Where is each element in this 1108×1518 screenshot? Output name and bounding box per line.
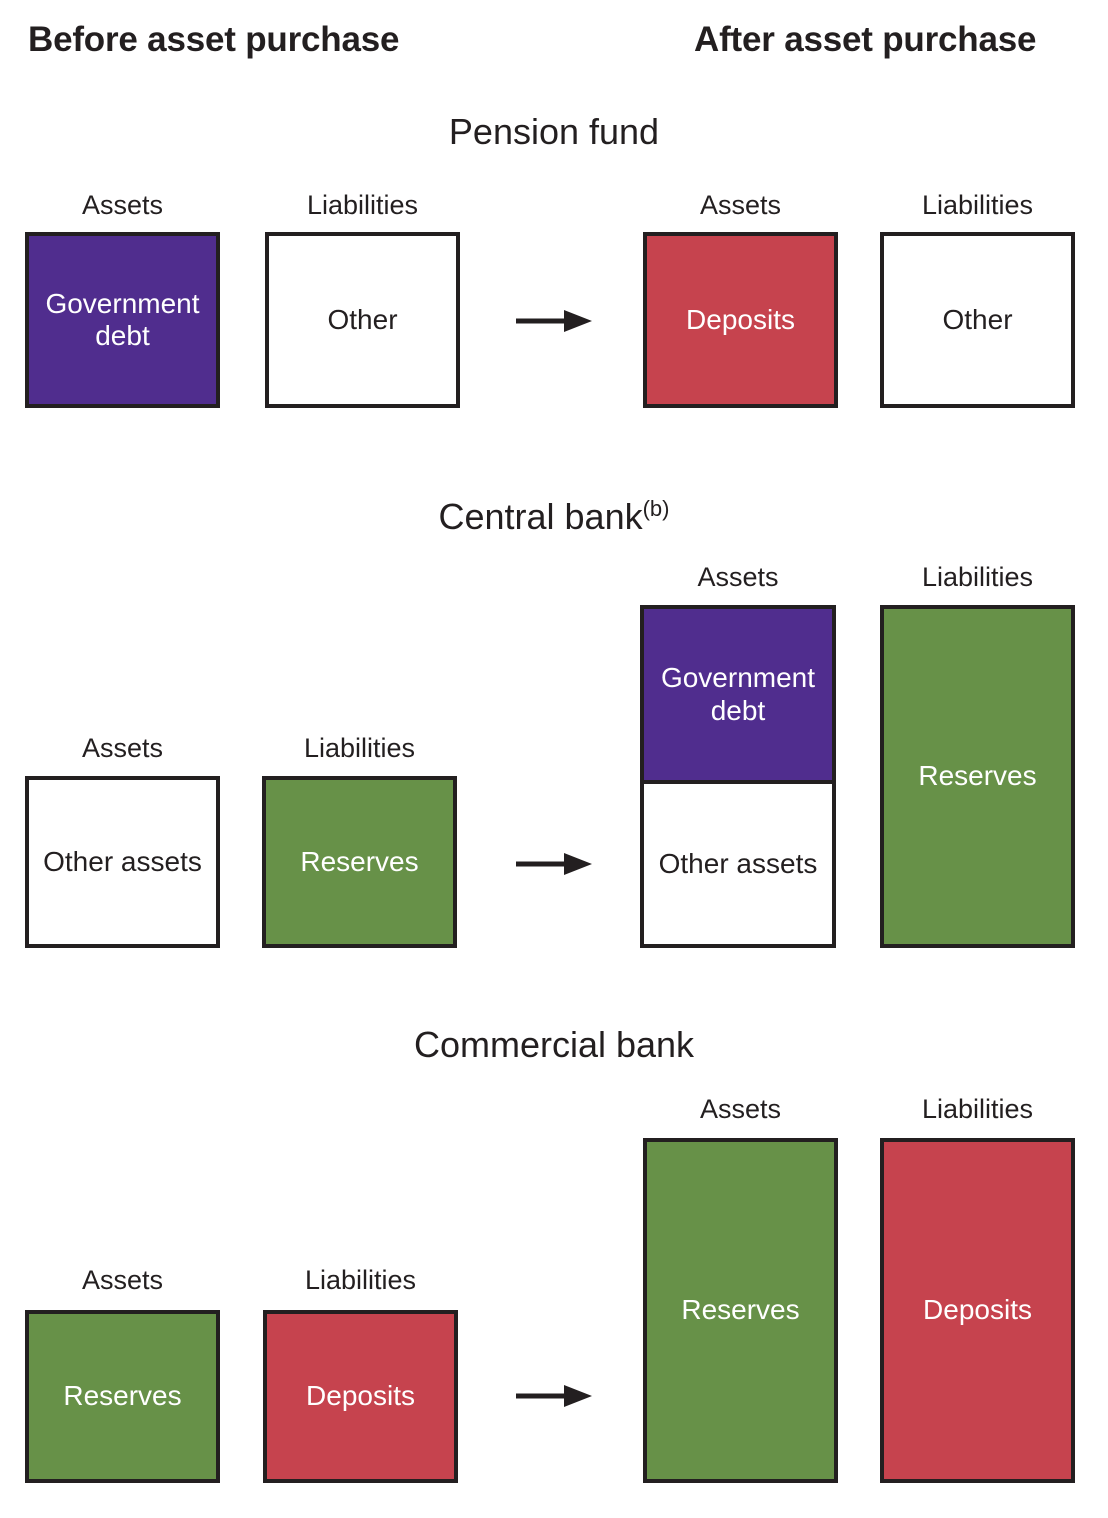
box-label: Other [942,303,1013,335]
box-pension-before-liabilities-other: Other [265,232,460,408]
box-commercial-before-assets-reserves: Reserves [25,1310,220,1483]
arrow-right-icon [516,853,592,875]
box-commercial-after-liabilities-deposits: Deposits [880,1138,1075,1483]
caption-central-after-liabilities: Liabilities [921,562,1034,592]
arrow-central-bank [514,849,594,879]
box-label: Reserves [918,760,1037,792]
box-central-after-assets-other-assets: Other assets [644,780,832,944]
box-label: Reserves [300,845,419,877]
caption-commercial-after-liabilities: Liabilities [921,1094,1034,1124]
box-pension-after-assets-deposits: Deposits [643,232,838,408]
box-commercial-before-liabilities-deposits: Deposits [263,1310,458,1483]
box-label: Reserves [681,1294,800,1326]
caption-pension-before-liabilities: Liabilities [306,190,419,220]
caption-pension-after-assets: Assets [699,190,782,220]
arrow-pension-fund [514,306,594,336]
box-commercial-after-assets-reserves: Reserves [643,1138,838,1483]
column-header-after: After asset purchase [694,20,1037,59]
arrow-commercial-bank [514,1381,594,1411]
column-header-before: Before asset purchase [28,20,400,59]
box-pension-after-liabilities-other: Other [880,232,1075,408]
box-label: Deposits [306,1380,415,1412]
section-title-pension-fund-text: Pension fund [448,111,660,152]
caption-pension-before-assets: Assets [81,190,164,220]
section-title-central-bank: Central bank(b) [0,496,1108,538]
box-label: Government debt [660,662,816,726]
caption-commercial-before-assets: Assets [81,1265,164,1295]
box-central-after-assets-government-debt: Government debt [644,609,832,780]
box-label: Reserves [63,1380,182,1412]
section-title-central-bank-text: Central bank [438,496,643,537]
caption-central-after-assets: Assets [697,562,779,592]
box-central-after-liabilities-reserves: Reserves [880,605,1075,948]
box-pension-before-assets-government-debt: Government debt [25,232,220,408]
box-label: Other assets [658,847,818,879]
stack-central-after-assets: Government debt Other assets [640,605,836,948]
caption-commercial-before-liabilities: Liabilities [304,1265,417,1295]
arrow-right-icon [516,310,592,332]
box-label: Other [327,303,398,335]
box-label: Government debt [45,287,200,351]
section-title-commercial-bank: Commercial bank [0,1024,1108,1066]
section-title-pension-fund: Pension fund [0,111,1108,153]
box-label: Deposits [923,1294,1032,1326]
section-title-central-bank-superscript: (b) [642,496,670,521]
box-label: Deposits [686,303,795,335]
box-central-before-assets-other-assets: Other assets [25,776,220,948]
arrow-right-icon [516,1385,592,1407]
caption-central-before-assets: Assets [81,733,164,763]
caption-central-before-liabilities: Liabilities [303,733,416,763]
caption-commercial-after-assets: Assets [699,1094,782,1124]
box-label: Other assets [43,845,202,877]
box-central-before-liabilities-reserves: Reserves [262,776,457,948]
section-title-commercial-bank-text: Commercial bank [413,1024,695,1065]
caption-pension-after-liabilities: Liabilities [921,190,1034,220]
